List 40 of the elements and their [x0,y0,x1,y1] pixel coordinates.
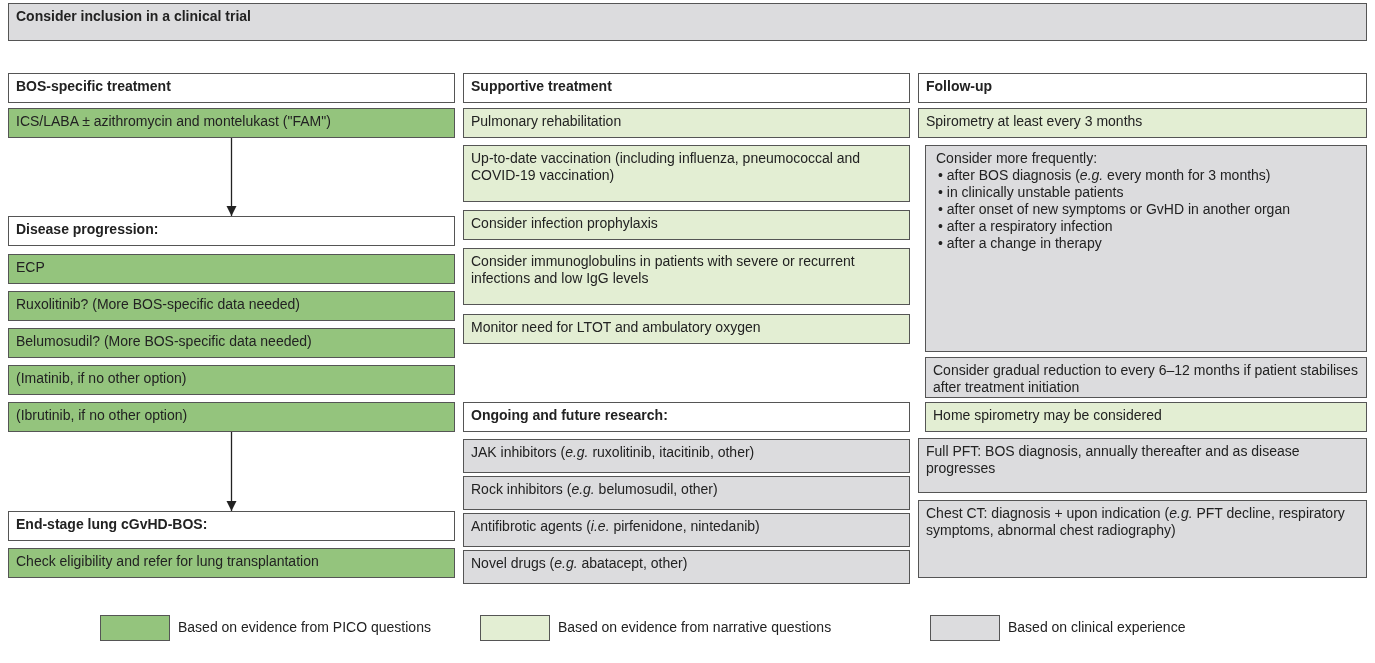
follow-up-box: Chest CT: diagnosis + upon indication (e.g. PFT decline, respiratory symptoms, abnormal chest radiography) [918,500,1367,578]
legend-label: Based on evidence from PICO questions [178,619,431,635]
follow-up-box: Full PFT: BOS diagnosis, annually thereafter and as disease progresses [918,438,1367,493]
bullet-item: • after onset of new symptoms or GvHD in another organ [937,201,1291,219]
treatment-box: (Ibrutinib, if no other option) [8,402,455,432]
treatment-box: Pulmonary rehabilitation [463,108,910,138]
section-header: Ongoing and future research: [463,402,910,432]
research-box: Rock inhibitors (e.g. belumosudil, other) [463,476,910,510]
stage-header: Disease progression: [8,216,455,246]
treatment-box: Consider infection prophylaxis [463,210,910,240]
follow-up-box [925,145,1367,352]
follow-up-box: Spirometry at least every 3 months [918,108,1367,138]
treatment-box: (Imatinib, if no other option) [8,365,455,395]
bullet-item: • in clinically unstable patients [937,184,1125,202]
treatment-box: Belumosudil? (More BOS-specific data needed) [8,328,455,358]
section-header: BOS-specific treatment [8,73,455,103]
treatment-box: Consider immunoglobulins in patients with severe or recurrent infections and low IgG levels [463,248,910,305]
arrow [226,431,237,512]
bullet-item: • after BOS diagnosis (e.g. every month for 3 months) [937,167,1272,185]
treatment-box: Monitor need for LTOT and ambulatory oxygen [463,314,910,344]
section-header: Supportive treatment [463,73,910,103]
research-box: JAK inhibitors (e.g. ruxolitinib, itacitinib, other) [463,439,910,473]
note-text: Consider more frequently: [936,150,1099,168]
treatment-box: Up-to-date vaccination (including influenza, pneumococcal and COVID-19 vaccination) [463,145,910,202]
treatment-box: Check eligibility and refer for lung transplantation [8,548,455,578]
bullet-item: • after a respiratory infection [937,218,1114,236]
treatment-box: ICS/LABA ± azithromycin and montelukast ("FAM") [8,108,455,138]
bullet-item: • after a change in therapy [937,235,1103,253]
research-box: Novel drugs (e.g. abatacept, other) [463,550,910,584]
research-box: Antifibrotic agents (i.e. pirfenidone, nintedanib) [463,513,910,547]
arrow [226,137,237,217]
follow-up-box: Home spirometry may be considered [925,402,1367,432]
banner: Consider inclusion in a clinical trial [8,3,1367,41]
legend-label: Based on evidence from narrative questions [558,619,832,635]
follow-up-box: Consider gradual reduction to every 6–12 months if patient stabilises after treatment initiation [925,357,1367,398]
stage-header: End-stage lung cGvHD-BOS: [8,511,455,541]
legend-label: Based on clinical experience [1008,619,1186,635]
section-header: Follow-up [918,73,1367,103]
treatment-box: ECP [8,254,455,284]
treatment-box: Ruxolitinib? (More BOS-specific data needed) [8,291,455,321]
